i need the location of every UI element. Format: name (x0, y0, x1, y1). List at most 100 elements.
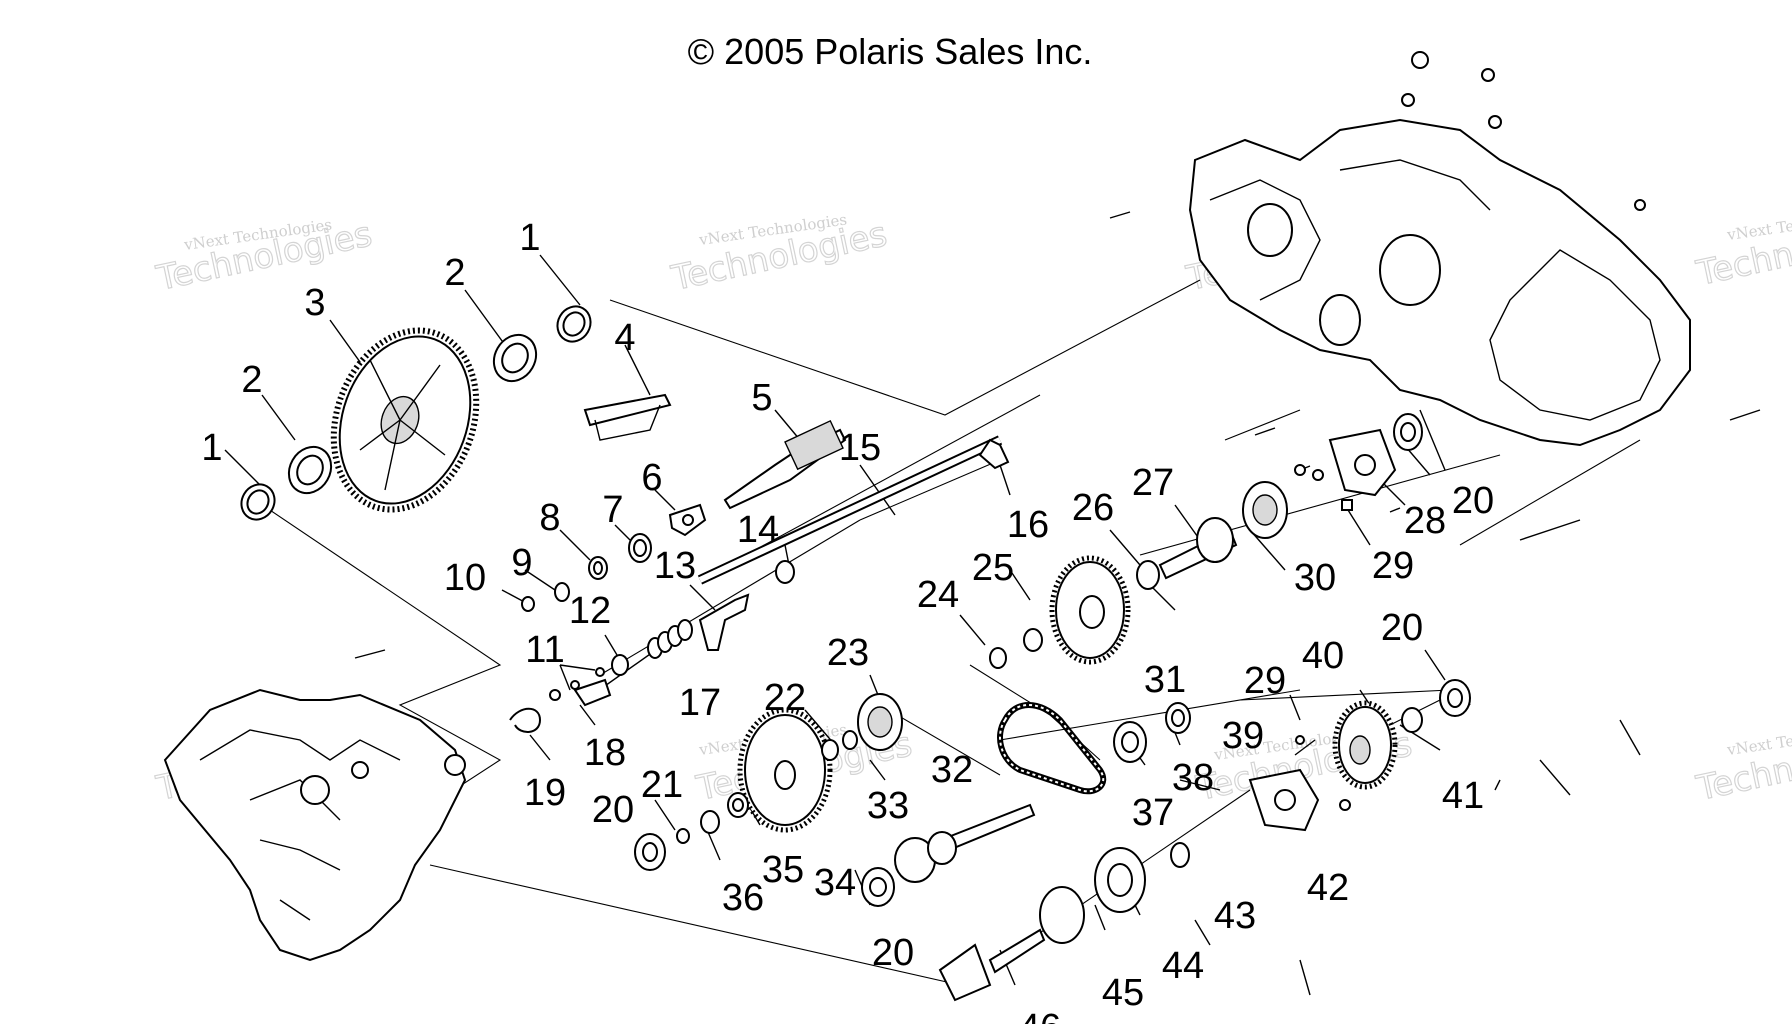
callout-40: 40 (1302, 635, 1344, 677)
callout-44: 44 (1162, 945, 1204, 987)
callout-1: 1 (201, 427, 222, 469)
callout-13: 13 (654, 545, 696, 587)
copyright-title: © 2005 Polaris Sales Inc. (688, 31, 1093, 72)
callout-20: 20 (1452, 480, 1494, 522)
callout-9: 9 (511, 542, 532, 584)
callout-27: 27 (1132, 462, 1174, 504)
cover-part-42 (1248, 768, 1320, 832)
callout-17: 17 (679, 682, 721, 724)
ring-part-41 (1401, 707, 1423, 733)
shaft-part-27 (1158, 517, 1238, 580)
ring-part-25 (1023, 628, 1043, 652)
spring-part-17 (647, 619, 693, 659)
callout-2: 2 (241, 359, 262, 401)
callout-36: 36 (722, 877, 764, 919)
clip-part-4 (583, 393, 672, 441)
seal-part-1 (240, 305, 592, 521)
callout-29: 29 (1372, 545, 1414, 587)
gear-part-23 (857, 693, 903, 751)
shift-shaft-part-15 (697, 435, 1003, 585)
cover-plate-part-28 (1328, 428, 1397, 497)
callout-22: 22 (764, 677, 806, 719)
bearing-part-20 (634, 833, 666, 871)
callout-6: 6 (641, 457, 662, 499)
callout-37: 37 (1132, 792, 1174, 834)
small-gear-part-7 (628, 533, 652, 563)
callout-21: 21 (641, 764, 683, 806)
callout-12: 12 (569, 590, 611, 632)
callout-15: 15 (839, 427, 881, 469)
plate-part-6 (668, 503, 707, 537)
washer-part-36 (700, 810, 720, 834)
callout-35: 35 (762, 849, 804, 891)
detent-part-11 (549, 667, 605, 701)
pinion-part-46 (938, 928, 1046, 1002)
callout-16: 16 (1007, 504, 1049, 546)
shift-fork-part-13 (698, 593, 750, 651)
ring-part-24 (989, 647, 1007, 669)
shaft-part-32 (894, 803, 1036, 883)
bearing-part-20-right (1439, 679, 1471, 717)
bearing-part-2 (287, 333, 538, 495)
sprocket-part-31 (1049, 555, 1131, 665)
callout-43: 43 (1214, 895, 1256, 937)
callout-3: 3 (304, 282, 325, 324)
callout-1: 1 (519, 217, 540, 259)
callout-20: 20 (592, 789, 634, 831)
callout-30: 30 (1294, 557, 1336, 599)
callout-labels: 1 2 3 2 1 4 5 15 16 6 7 8 9 10 12 13 14 … (201, 217, 1494, 1024)
callout-24: 24 (917, 574, 959, 616)
callout-20: 20 (872, 932, 914, 974)
callout-46: 46 (1019, 1007, 1061, 1024)
bearing-part-20-lower (861, 867, 895, 907)
large-gear-part-3 (330, 327, 480, 513)
callout-10: 10 (444, 557, 486, 599)
bearing-part-20-upper (1393, 413, 1423, 451)
shift-drum-part-5 (723, 419, 847, 510)
callout-7: 7 (602, 489, 623, 531)
dowel-pins (354, 427, 1401, 811)
callout-28: 28 (1404, 500, 1446, 542)
ring-part-43 (1170, 842, 1190, 868)
callout-31: 31 (1144, 659, 1186, 701)
bracket-part-16 (978, 438, 1010, 470)
callout-18: 18 (584, 732, 626, 774)
callout-34: 34 (814, 862, 856, 904)
spring-clip-part-19 (509, 707, 542, 733)
bolt-part-29 (1341, 499, 1371, 546)
callout-45: 45 (1102, 972, 1144, 1014)
ring-part-45 (1039, 886, 1085, 944)
callout-39: 39 (1222, 715, 1264, 757)
washer-part-21 (676, 828, 690, 844)
gear-part-34 (737, 707, 833, 833)
seal-part-39 (1165, 702, 1191, 734)
washer-part-12 (611, 654, 629, 676)
callout-26: 26 (1072, 487, 1114, 529)
callout-25: 25 (972, 547, 1014, 589)
bearing-part-26 (1136, 560, 1160, 590)
callout-19: 19 (524, 772, 566, 814)
right-housing-part (1109, 51, 1761, 541)
parts (163, 51, 1761, 1002)
callout-8: 8 (539, 497, 560, 539)
callout-29: 29 (1244, 660, 1286, 702)
left-housing-part (163, 688, 467, 962)
ring-part-10 (521, 596, 535, 612)
gear-part-14 (775, 560, 795, 584)
callout-4: 4 (614, 317, 635, 359)
bearing-part-38 (1113, 721, 1147, 763)
callout-14: 14 (737, 509, 779, 551)
callout-20: 20 (1381, 607, 1423, 649)
callout-33: 33 (867, 785, 909, 827)
bearing-part-44 (1094, 847, 1146, 913)
callout-38: 38 (1172, 757, 1214, 799)
washer-part-8 (588, 556, 608, 580)
callout-23: 23 (827, 632, 869, 674)
ring-part-9 (554, 582, 570, 602)
callout-2: 2 (444, 252, 465, 294)
callout-11: 11 (525, 629, 564, 671)
callout-5: 5 (751, 377, 772, 419)
washer-part-33 (842, 730, 858, 750)
callout-32: 32 (931, 749, 973, 791)
